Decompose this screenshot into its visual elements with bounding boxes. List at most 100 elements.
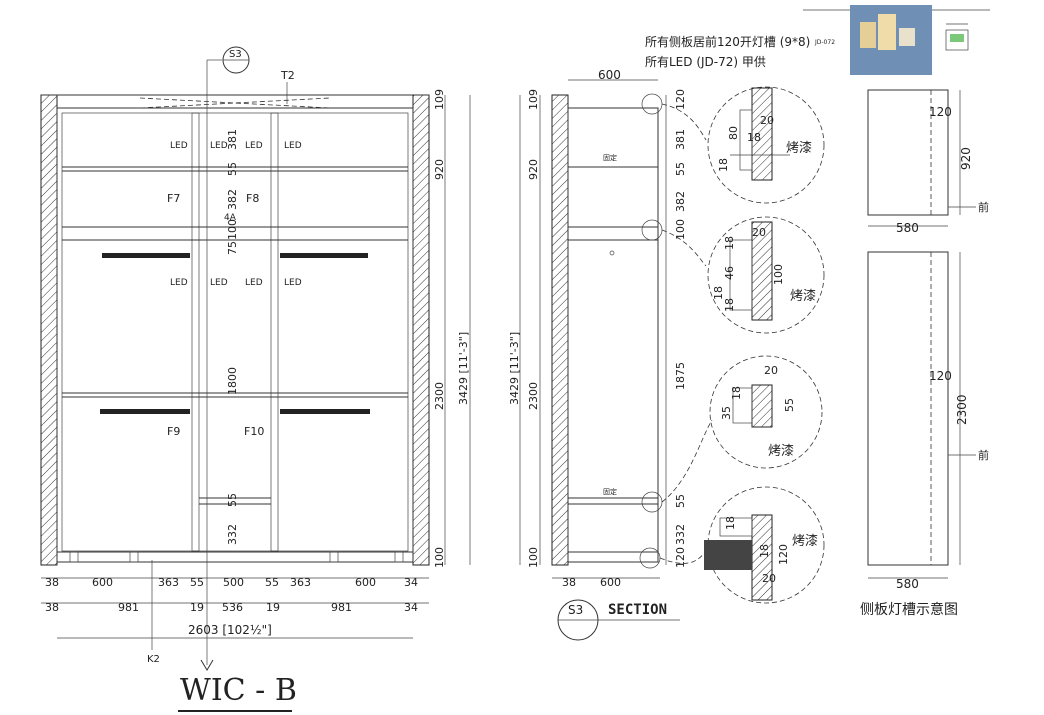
svg-text:19: 19: [266, 601, 280, 614]
svg-text:18: 18: [747, 131, 761, 144]
part-code: JD-072: [814, 39, 835, 46]
notes-block: 所有侧板居前120开灯槽 (9*8) 所有LED (JD-72) 甲供 JD-0…: [645, 5, 990, 75]
svg-text:固定: 固定: [603, 153, 617, 162]
svg-text:烤漆: 烤漆: [790, 288, 816, 304]
svg-text:18: 18: [724, 516, 737, 530]
svg-text:100: 100: [527, 547, 540, 568]
svg-text:332: 332: [226, 524, 239, 545]
svg-text:1875: 1875: [674, 362, 687, 390]
svg-text:100: 100: [433, 547, 446, 568]
bottom-dim-chain: 38 600 363 55 500 55 363 600 34 38 981 1…: [41, 576, 429, 639]
svg-text:LED: LED: [284, 278, 302, 288]
svg-text:固定: 固定: [603, 487, 617, 496]
svg-text:2603 [102½"]: 2603 [102½"]: [188, 623, 272, 637]
label-f8: F8: [246, 192, 259, 205]
svg-text:LED: LED: [210, 141, 228, 151]
center-dims: 381 55 382 100 75 1800 55 332: [226, 129, 239, 545]
svg-text:381: 381: [674, 129, 687, 150]
hanging-rod: [280, 253, 368, 258]
svg-text:35: 35: [720, 406, 733, 420]
svg-text:600: 600: [598, 68, 621, 82]
svg-text:981: 981: [331, 601, 352, 614]
svg-text:38: 38: [45, 576, 59, 589]
svg-text:120: 120: [929, 105, 952, 119]
svg-text:烤漆: 烤漆: [786, 140, 812, 156]
svg-text:120: 120: [674, 547, 687, 568]
svg-text:18: 18: [758, 544, 771, 558]
svg-text:34: 34: [404, 576, 418, 589]
svg-text:S3: S3: [229, 49, 242, 60]
svg-text:363: 363: [158, 576, 179, 589]
svg-text:2300: 2300: [955, 394, 969, 425]
detail-1: 80 20 18 18 烤漆: [707, 86, 825, 204]
left-wall: [40, 94, 58, 566]
hanging-rod: [102, 253, 190, 258]
label-f9: F9: [167, 425, 180, 438]
svg-text:烤漆: 烤漆: [792, 533, 818, 549]
label-4a: 4A: [224, 213, 237, 223]
svg-text:LED: LED: [170, 141, 188, 151]
svg-text:38: 38: [562, 576, 576, 589]
right-wall: [412, 94, 430, 566]
svg-text:LED: LED: [284, 141, 302, 151]
svg-text:55: 55: [674, 162, 687, 176]
note-line-2: 所有LED (JD-72) 甲供: [645, 55, 766, 69]
svg-text:120: 120: [777, 544, 790, 565]
svg-text:18: 18: [730, 386, 743, 400]
label-f10: F10: [244, 425, 264, 438]
svg-text:18: 18: [712, 286, 725, 300]
led-labels: LED LED LED LED LED LED LED LED: [170, 141, 302, 288]
side-panel-top: [867, 89, 949, 216]
svg-text:120: 120: [674, 89, 687, 110]
svg-text:100: 100: [772, 264, 785, 285]
svg-text:20: 20: [752, 226, 766, 239]
svg-text:20: 20: [760, 114, 774, 127]
label-f7: F7: [167, 192, 180, 205]
svg-text:LED: LED: [210, 278, 228, 288]
label-t2: T2: [280, 69, 295, 82]
right-dim-chain: 109 920 2300 100 3429 [11'-3"]: [433, 89, 471, 568]
svg-text:LED: LED: [245, 141, 263, 151]
elevation-drawing: S3 T2 LED LED LED LED LED LED LED LED F7…: [40, 46, 471, 712]
svg-text:981: 981: [118, 601, 139, 614]
svg-text:55: 55: [265, 576, 279, 589]
svg-text:2300: 2300: [527, 382, 540, 410]
svg-text:19: 19: [190, 601, 204, 614]
section-title: SECTION: [608, 602, 667, 618]
svg-text:363: 363: [290, 576, 311, 589]
svg-text:20: 20: [764, 364, 778, 377]
svg-text:55: 55: [226, 162, 239, 176]
svg-text:920: 920: [527, 159, 540, 180]
detail-2: 46 18 20 100 18 18 烤漆: [707, 216, 825, 334]
svg-text:500: 500: [223, 576, 244, 589]
svg-text:580: 580: [896, 221, 919, 235]
svg-text:18: 18: [723, 298, 736, 312]
svg-text:18: 18: [717, 158, 730, 172]
svg-text:前: 前: [978, 448, 989, 462]
svg-text:3429 [11'-3"]: 3429 [11'-3"]: [457, 332, 470, 405]
svg-text:55: 55: [674, 494, 687, 508]
svg-text:600: 600: [600, 576, 621, 589]
svg-text:烤漆: 烤漆: [768, 443, 794, 459]
svg-text:600: 600: [355, 576, 376, 589]
detail-4: 18 18 20 120 烤漆: [704, 486, 825, 604]
svg-text:55: 55: [226, 493, 239, 507]
drawing-title: WIC - B: [180, 673, 297, 708]
svg-text:100: 100: [226, 219, 239, 240]
svg-text:1800: 1800: [226, 367, 239, 395]
side-panel-bottom: [867, 251, 949, 566]
svg-text:55: 55: [190, 576, 204, 589]
svg-text:2300: 2300: [433, 382, 446, 410]
svg-text:55: 55: [783, 398, 796, 412]
svg-text:LED: LED: [245, 278, 263, 288]
svg-text:920: 920: [959, 147, 973, 170]
svg-text:18: 18: [723, 236, 736, 250]
svg-text:332: 332: [674, 524, 687, 545]
svg-text:20: 20: [762, 572, 776, 585]
side-diagram-title: 侧板灯槽示意图: [860, 601, 958, 618]
svg-text:580: 580: [896, 577, 919, 591]
svg-text:382: 382: [226, 189, 239, 210]
note-line-1: 所有侧板居前120开灯槽 (9*8): [645, 34, 810, 49]
svg-text:109: 109: [433, 89, 446, 110]
